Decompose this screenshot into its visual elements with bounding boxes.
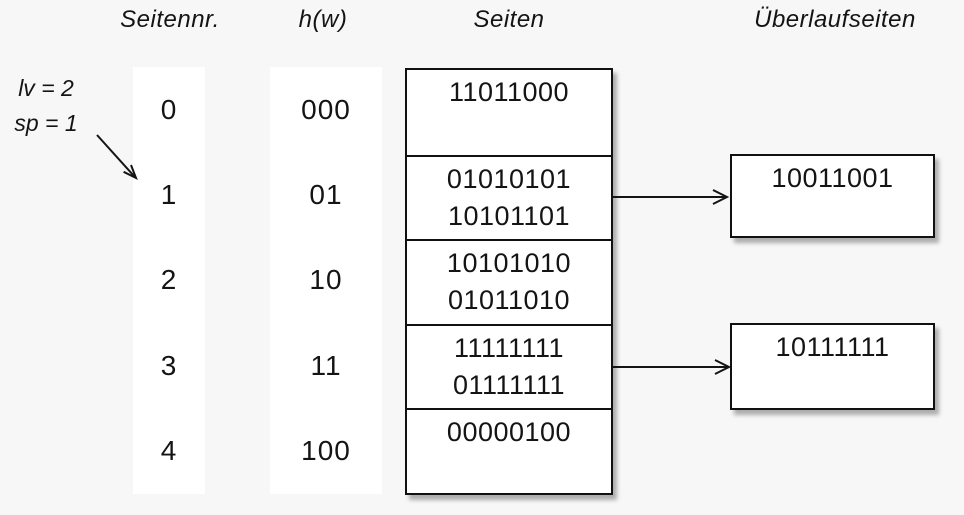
overflow-entry: 10111111 bbox=[775, 332, 890, 362]
page-cell-0: 11011000 bbox=[407, 70, 611, 155]
level-value: lv = 2 bbox=[18, 75, 74, 101]
page-number: 0 bbox=[160, 93, 178, 125]
page-entry: 11011000 bbox=[448, 77, 570, 107]
page-number-column: 0 1 2 3 4 bbox=[133, 67, 205, 494]
column-header-seiten: Seiten bbox=[473, 6, 545, 33]
page-entry: 01011010 bbox=[447, 285, 571, 316]
split-pointer-arrow-icon bbox=[96, 134, 138, 181]
hash-value: 01 bbox=[309, 179, 343, 211]
overflow-page-row3: 10111111 bbox=[730, 323, 935, 410]
state-annotation: lv = 2 sp = 1 bbox=[6, 71, 86, 141]
overflow-arrow-row3-icon bbox=[613, 359, 732, 375]
overflow-entry: 10011001 bbox=[771, 163, 894, 193]
page-number: 1 bbox=[160, 179, 178, 211]
page-cell-4: 00000100 bbox=[407, 408, 611, 493]
page-entry: 10101010 bbox=[446, 248, 572, 279]
page-cell-3: 11111111 01111111 bbox=[407, 323, 611, 409]
hash-value-column: 000 01 10 11 100 bbox=[270, 67, 382, 494]
overflow-arrow-row1-icon bbox=[613, 189, 730, 205]
pages-table: 11011000 01010101 10101101 10101010 0101… bbox=[405, 68, 613, 495]
split-pointer-value: sp = 1 bbox=[14, 110, 78, 136]
page-entry: 01010101 bbox=[446, 163, 572, 194]
page-cell-2: 10101010 01011010 bbox=[407, 239, 611, 324]
column-header-seitennr: Seitennr. bbox=[120, 6, 220, 33]
overflow-page-row1: 10011001 bbox=[730, 154, 935, 238]
page-entry: 10101101 bbox=[447, 200, 571, 231]
column-header-ueberlaufseiten: Überlaufseiten bbox=[754, 6, 916, 33]
hash-value: 10 bbox=[309, 264, 343, 296]
page-entry: 01111111 bbox=[452, 369, 566, 400]
hash-value: 11 bbox=[310, 349, 342, 381]
page-number: 3 bbox=[160, 349, 178, 381]
page-number: 4 bbox=[160, 435, 178, 467]
page-number: 2 bbox=[160, 264, 178, 296]
page-entry: 11111111 bbox=[453, 332, 565, 363]
hash-value: 100 bbox=[301, 435, 351, 467]
page-entry: 00000100 bbox=[446, 417, 572, 448]
hash-value: 000 bbox=[301, 93, 351, 125]
page-cell-1: 01010101 10101101 bbox=[407, 154, 611, 240]
column-header-hw: h(w) bbox=[298, 6, 348, 33]
